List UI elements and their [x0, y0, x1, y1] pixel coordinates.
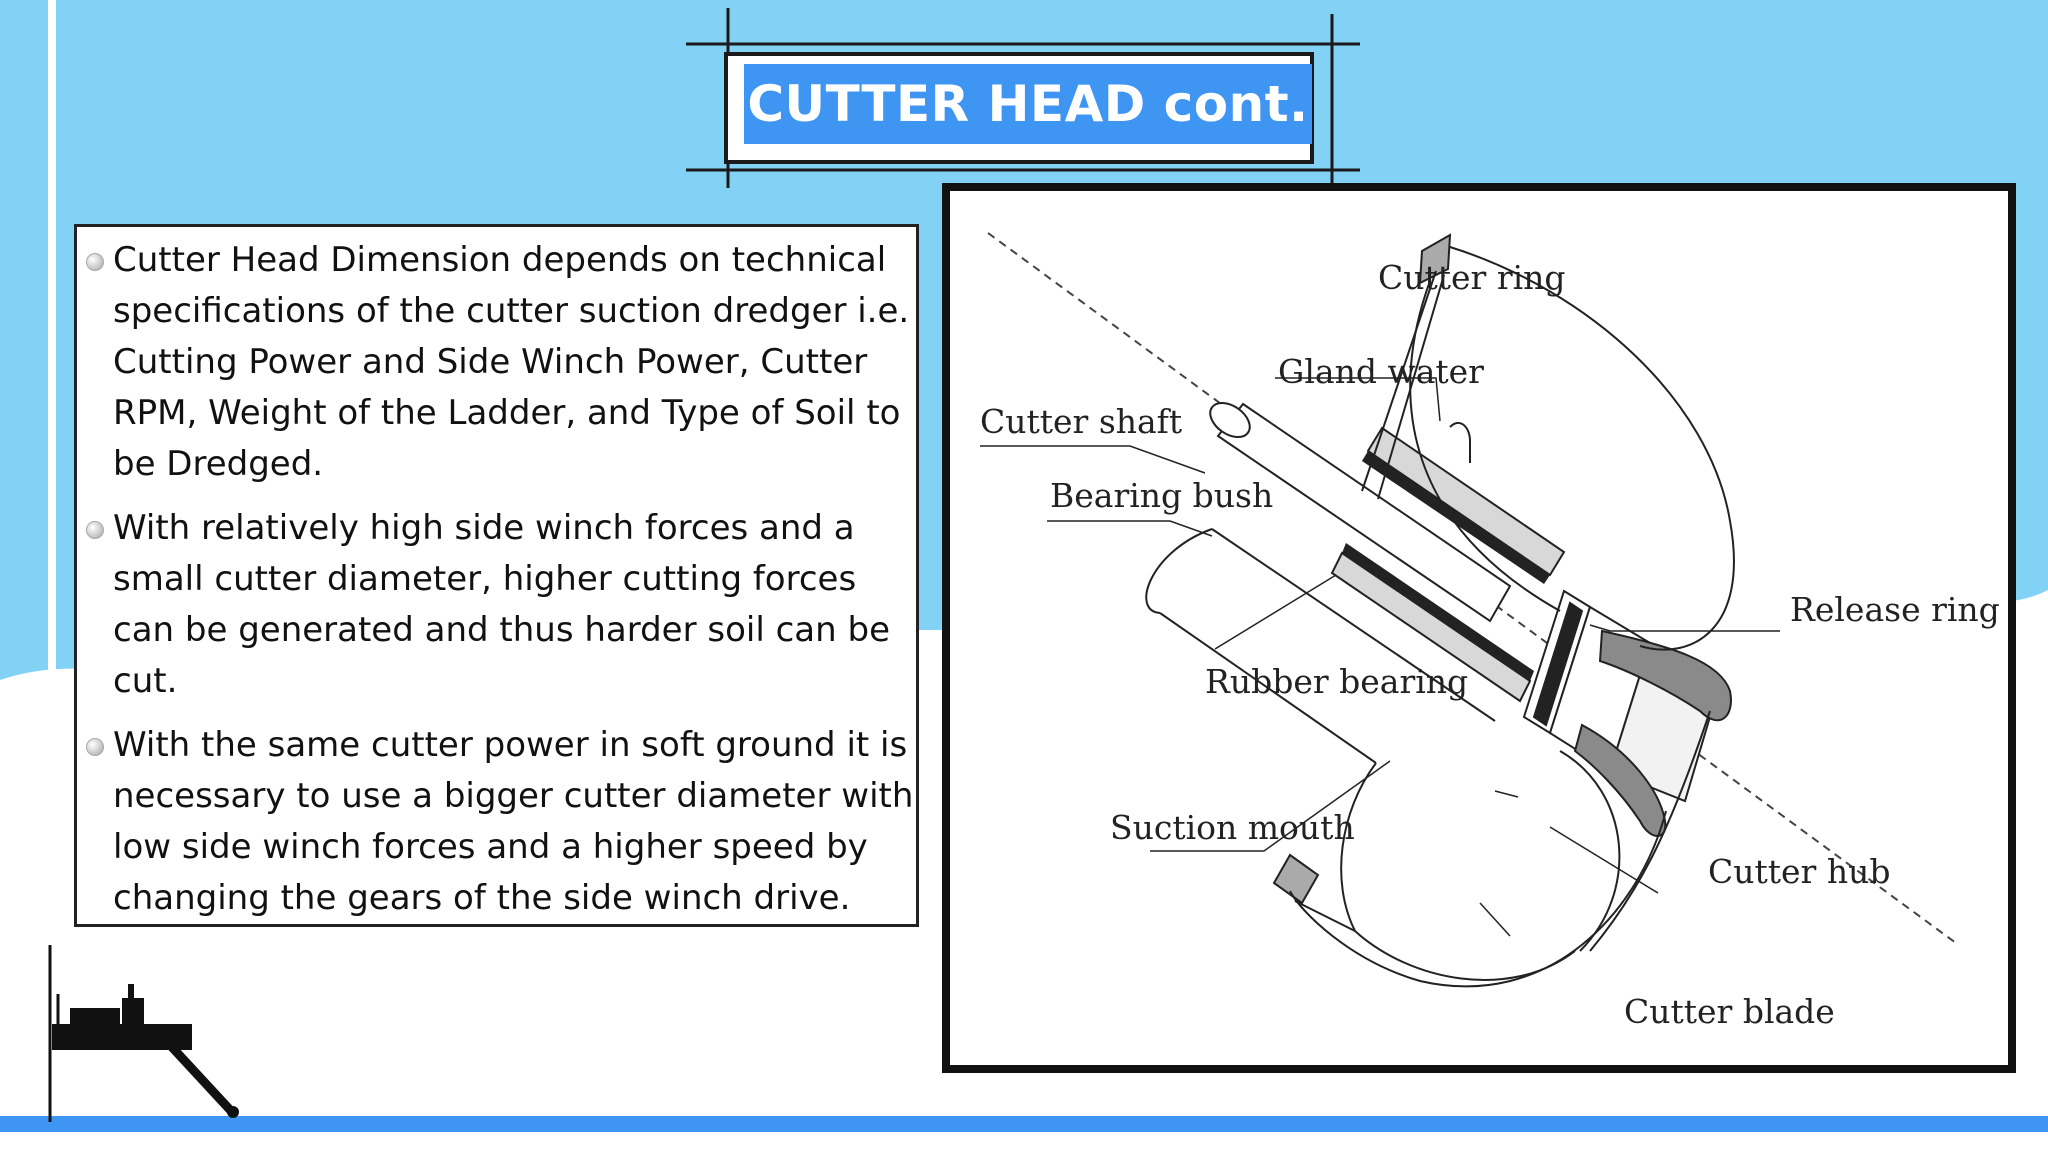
label-cutter-blade: Cutter blade [1624, 992, 1835, 1031]
bullet-list: Cutter Head Dimension depends on technic… [86, 235, 918, 937]
bullet-icon [86, 253, 104, 271]
bullet-item: With relatively high side winch forces a… [86, 503, 918, 707]
label-suction-mouth: Suction mouth [1110, 808, 1355, 847]
label-cutter-ring: Cutter ring [1378, 258, 1566, 297]
label-bearing-bush: Bearing bush [1050, 476, 1273, 515]
bullet-item: Cutter Head Dimension depends on technic… [86, 235, 918, 490]
cutter-ring-part [1289, 233, 1735, 988]
bullet-icon [86, 738, 104, 756]
bottom-stripe [0, 1116, 2048, 1132]
rubber-bearing-part [1330, 543, 1534, 703]
bullet-icon [86, 521, 104, 539]
label-release-ring: Release ring [1790, 590, 2000, 629]
leader-lines [980, 377, 1780, 937]
gland-housing [1362, 422, 1566, 584]
left-vertical-line [48, 0, 56, 1120]
dredger-icon [48, 945, 239, 1122]
bullet-text: With relatively high side winch forces a… [113, 508, 890, 701]
label-cutter-hub: Cutter hub [1708, 852, 1890, 891]
bullet-text: With the same cutter power in soft groun… [113, 725, 914, 918]
text-panel: Cutter Head Dimension depends on technic… [74, 224, 919, 927]
cutter-shaft [1209, 401, 1512, 623]
slide-title: CUTTER HEAD cont. [744, 64, 1312, 144]
bullet-item: With the same cutter power in soft groun… [86, 720, 918, 924]
label-gland-water: Gland water [1278, 352, 1484, 391]
label-rubber-bearing: Rubber bearing [1205, 662, 1468, 701]
cutter-head-diagram: Cutter ring Gland water Cutter shaft Bea… [980, 232, 2000, 1031]
suction-pipe [1145, 528, 1621, 981]
diagram-frame: Cutter ring Gland water Cutter shaft Bea… [942, 183, 2016, 1073]
bullet-text: Cutter Head Dimension depends on technic… [113, 240, 910, 484]
label-cutter-shaft: Cutter shaft [980, 402, 1182, 441]
center-axis-line [987, 232, 1957, 944]
